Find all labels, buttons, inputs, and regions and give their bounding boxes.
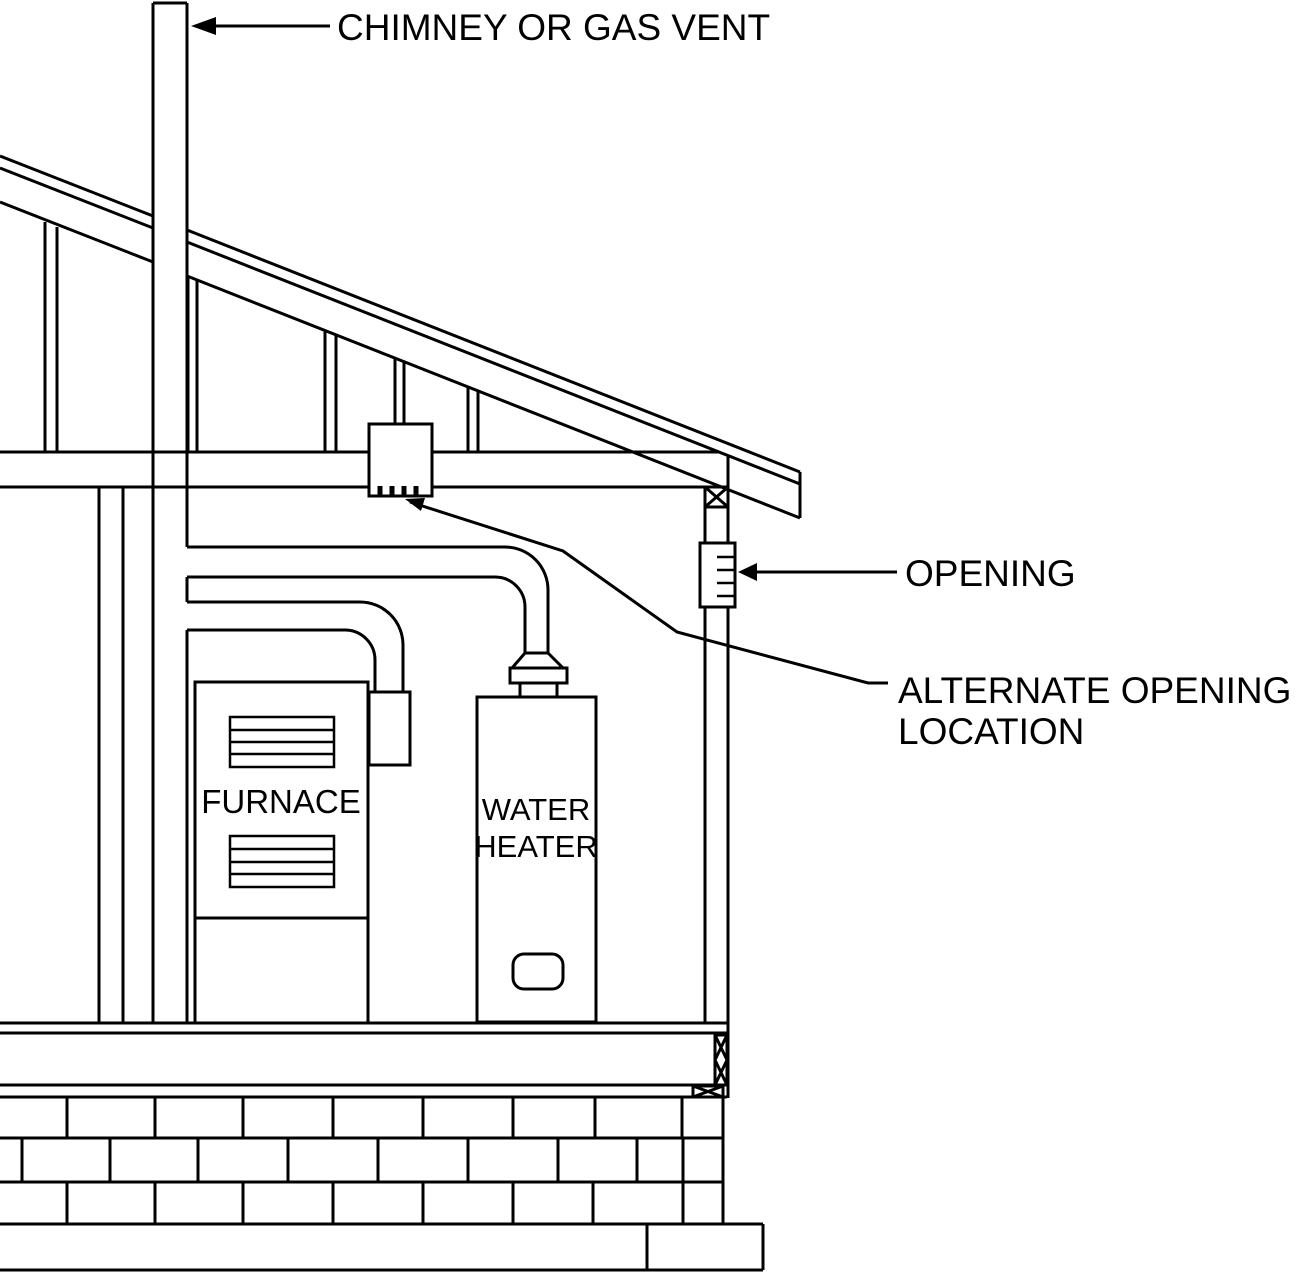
foundation-block-wall <box>0 1097 765 1272</box>
arrow-left-icon <box>191 17 216 35</box>
water-heater-label-line2: HEATER <box>474 829 597 864</box>
attic-stud <box>186 276 199 452</box>
ceiling-joist-band <box>0 450 719 489</box>
water-heater-unit: WATER HEATER <box>474 695 598 1024</box>
left-wall-stud <box>97 487 125 1023</box>
draft-hood-bell <box>508 651 567 670</box>
opening-annotation: OPENING <box>738 553 1076 594</box>
sill-plate <box>691 1084 725 1099</box>
footing <box>0 1224 765 1272</box>
alternate-opening-label-line1: ALTERNATE OPENING <box>898 670 1291 711</box>
furnace-upper-louver <box>228 715 336 769</box>
furnace-flue-box <box>367 690 412 767</box>
alternate-leader-line <box>409 500 888 685</box>
water-heater-vent-connector <box>187 545 550 653</box>
wall-opening-louver <box>698 541 737 609</box>
arrow-left-icon <box>738 563 757 581</box>
louver-slats <box>717 555 734 598</box>
chimney-vent-label: CHIMNEY OR GAS VENT <box>337 7 770 48</box>
furnace-unit: FURNACE <box>193 680 412 1025</box>
furnace-lower-louver <box>228 834 336 889</box>
attic-studs <box>43 222 480 452</box>
wall-top-blocking-x <box>704 485 729 509</box>
opening-label: OPENING <box>905 553 1076 594</box>
wh-connector-outer <box>187 545 550 653</box>
furnace-connector-outer <box>187 600 405 692</box>
alternate-opening-duct <box>367 422 434 498</box>
left-wall <box>97 487 125 1023</box>
roof-sheathing-bottom-line <box>0 166 801 486</box>
draft-hood-collar <box>518 681 559 699</box>
burner-access-door <box>511 952 565 991</box>
draft-hood <box>508 651 569 699</box>
rim-joist-end <box>713 1033 729 1087</box>
alternate-opening-box <box>367 422 434 498</box>
alternate-opening-label-line2: LOCATION <box>898 711 1084 752</box>
attic-stud <box>43 222 59 452</box>
alternate-opening-vent-ticks <box>377 486 419 496</box>
block-joints-row3 <box>65 1182 685 1224</box>
floor-structure <box>0 1021 729 1099</box>
sill-plate-x <box>692 1084 724 1099</box>
block-joints-row1 <box>65 1097 684 1138</box>
wall-top-blocking <box>703 485 730 509</box>
furnace-label: FURNACE <box>201 783 361 820</box>
louver-box <box>698 541 737 609</box>
chimney-pipe <box>151 1 189 1023</box>
furnace-connector-inner <box>187 628 377 692</box>
attic-stud <box>466 387 480 452</box>
roof-sheathing-top-line <box>0 154 801 474</box>
water-heater-label-line1: WATER <box>482 792 591 827</box>
attic-stud <box>393 358 406 424</box>
block-joints-row2 <box>20 1138 685 1182</box>
rim-joist-x <box>713 1034 729 1086</box>
furnace-body <box>193 680 370 1025</box>
rafter-bottom-line <box>0 200 801 520</box>
draft-hood-band <box>508 666 569 685</box>
chimney-annotation: CHIMNEY OR GAS VENT <box>191 7 770 48</box>
attic-stud <box>323 330 338 452</box>
roof-structure <box>0 154 802 520</box>
right-wall <box>703 456 730 1098</box>
alternate-opening-annotation: ALTERNATE OPENING LOCATION <box>405 498 1291 752</box>
wh-connector-inner <box>187 575 527 653</box>
furnace-vent-connector <box>187 600 405 692</box>
